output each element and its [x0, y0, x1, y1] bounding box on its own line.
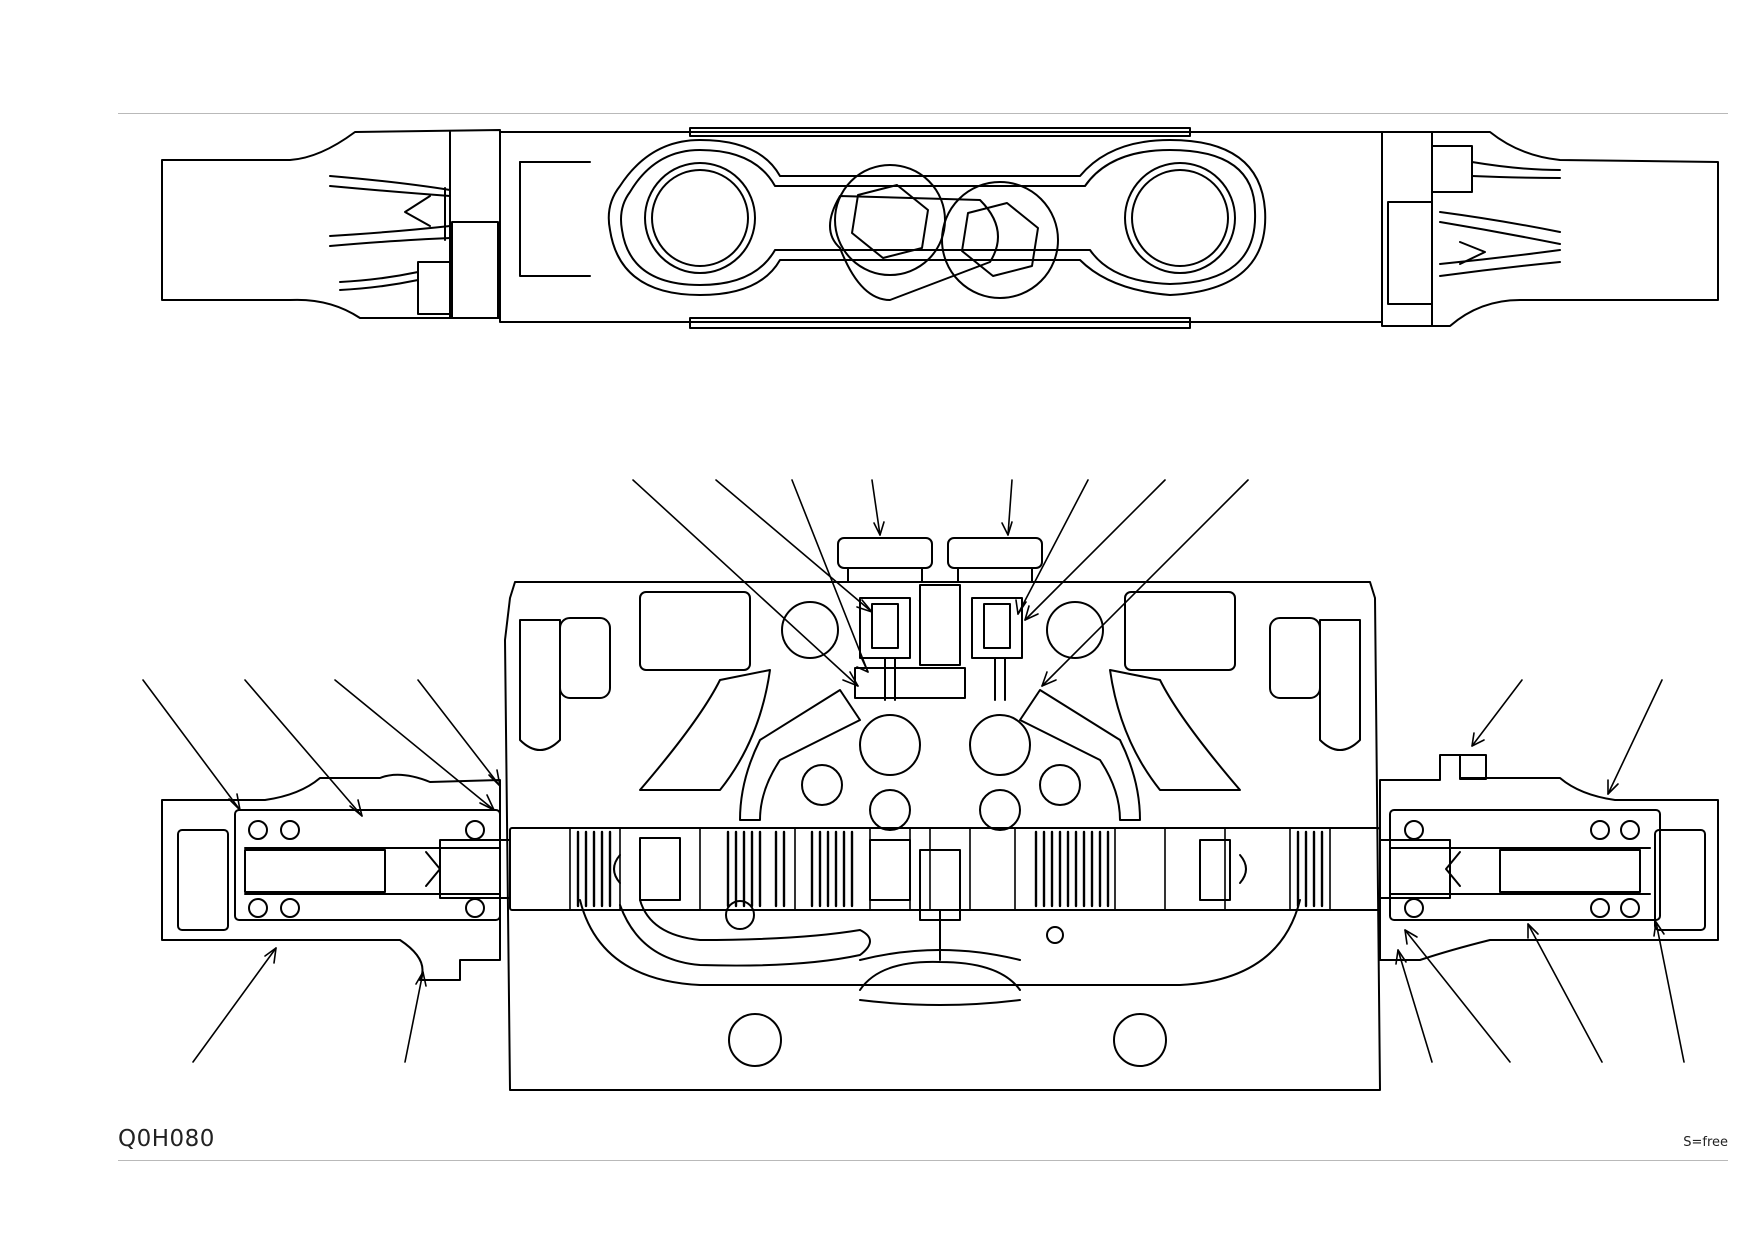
right-spring-housing: [1379, 754, 1719, 961]
bolt-head-left: [837, 537, 933, 569]
left-spring-chamber: [234, 809, 501, 921]
top-hex-plug-right: [961, 202, 1039, 277]
leader-lines: [142, 479, 1685, 1063]
top-right-end-cap: [1381, 131, 1719, 327]
top-hex-plug-left: [851, 184, 929, 259]
figure-code: Q0H080: [118, 1126, 215, 1152]
valve-cross-section: [161, 537, 1719, 1091]
scale-note: S=free: [1683, 1135, 1728, 1150]
top-right-port: [1124, 162, 1236, 274]
top-rule: [118, 113, 1728, 114]
bolt-head-right: [947, 537, 1043, 569]
bottom-rule: [118, 1160, 1728, 1161]
left-spring-housing: [161, 773, 501, 981]
top-body: [499, 131, 1383, 323]
section-bottom-port-right: [1113, 1013, 1167, 1067]
top-left-port: [644, 162, 756, 274]
right-spring-chamber: [1389, 809, 1661, 921]
section-bottom-port-left: [728, 1013, 782, 1067]
spool-hatching: [576, 830, 1324, 908]
section-body: [504, 581, 1381, 1091]
valve-top-view: [161, 127, 1719, 329]
